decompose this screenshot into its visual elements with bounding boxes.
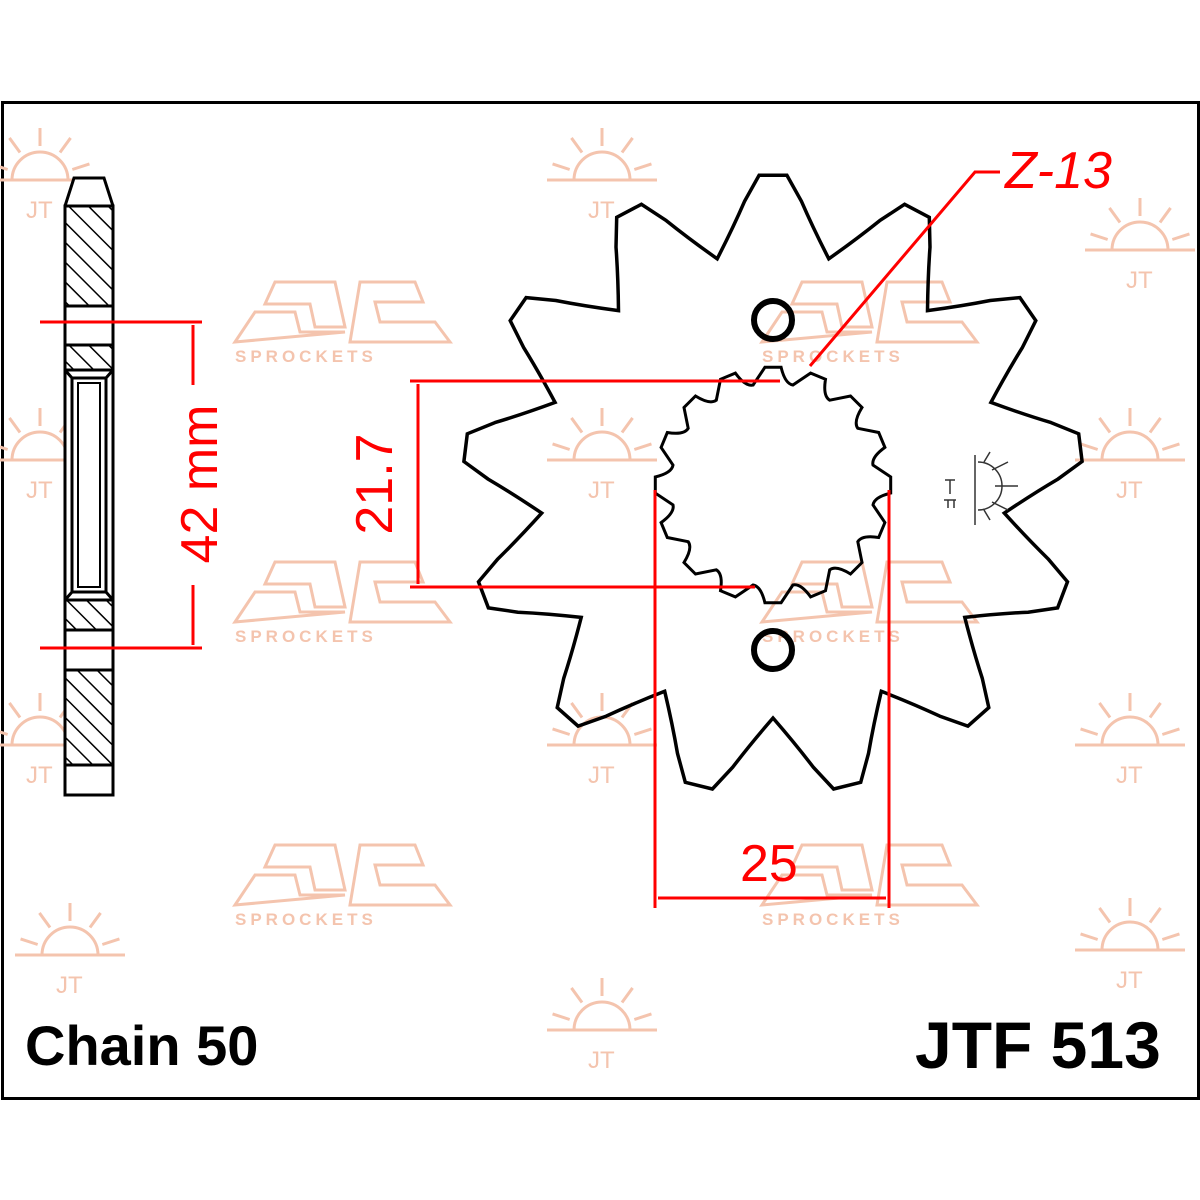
watermark-jt-glyph: JT xyxy=(1116,477,1143,504)
sprocket-outline xyxy=(462,173,1084,791)
watermark-sun-icon: JT xyxy=(547,128,657,224)
watermark-jt-glyph: JT xyxy=(588,477,615,504)
watermark-jt-glyph: JT xyxy=(26,477,53,504)
watermark-jt-sprockets-logo: SPROCKETS xyxy=(232,843,453,929)
bolt-hole-top xyxy=(751,298,795,342)
watermark-jt-glyph: JT xyxy=(1116,762,1143,789)
svg-text:SPROCKETS: SPROCKETS xyxy=(235,627,377,646)
spline-outer-label: 25 xyxy=(740,835,798,893)
watermark-sun-icon: JT xyxy=(547,978,657,1074)
watermark-jt-glyph: JT xyxy=(1126,267,1153,294)
watermark-jt-sprockets-logo: SPROCKETS xyxy=(232,280,453,366)
dimension-lines xyxy=(40,170,1000,908)
watermark-jt-glyph: JT xyxy=(1116,967,1143,994)
spline-inner-label: 21.7 xyxy=(346,433,404,535)
watermark-sun-icon: JT xyxy=(1085,198,1195,294)
drawing-frame xyxy=(1,101,1200,1100)
watermark-jt-glyph: JT xyxy=(588,197,615,224)
chain-size-label: Chain 50 xyxy=(25,1014,259,1077)
part-number-label: JTF 513 xyxy=(915,1008,1161,1082)
bolt-hole-bottom xyxy=(751,628,795,672)
side-view xyxy=(63,176,115,797)
svg-text:SPROCKETS: SPROCKETS xyxy=(762,347,904,366)
svg-text:SPROCKETS: SPROCKETS xyxy=(235,347,377,366)
watermark-jt-sprockets-logo: SPROCKETS xyxy=(759,280,980,366)
watermark-jt-glyph: JT xyxy=(26,762,53,789)
watermark-sun-icon: JT xyxy=(1075,408,1185,504)
svg-text:SPROCKETS: SPROCKETS xyxy=(762,910,904,929)
watermark-jt-glyph: JT xyxy=(26,197,53,224)
watermark-jt-sprockets-logo: SPROCKETS xyxy=(232,560,453,646)
watermark-sun-icon: JT xyxy=(1075,898,1185,994)
jt-logo-icon xyxy=(944,451,1018,525)
watermark-sun-icon: JT xyxy=(15,903,125,999)
watermark-sun-icon: JT xyxy=(547,408,657,504)
svg-text:SPROCKETS: SPROCKETS xyxy=(235,910,377,929)
bolt-spacing-label: 42 mm xyxy=(171,404,229,564)
teeth-count-label: Z-13 xyxy=(1005,142,1112,200)
svg-text:SPROCKETS: SPROCKETS xyxy=(762,627,904,646)
watermark-jt-glyph: JT xyxy=(588,762,615,789)
spline-hole xyxy=(653,365,893,605)
watermark-sun-icon: JT xyxy=(1075,693,1185,789)
watermark-jt-glyph: JT xyxy=(56,972,83,999)
watermark-jt-glyph: JT xyxy=(588,1047,615,1074)
